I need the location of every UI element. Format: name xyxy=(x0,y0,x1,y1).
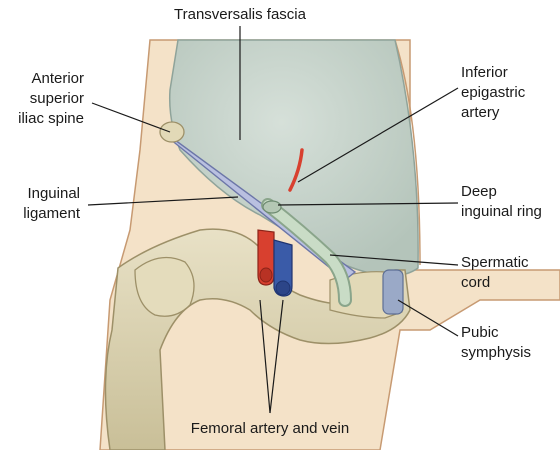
deep-inguinal-ring-shape xyxy=(262,200,282,214)
leader-femoral-vein xyxy=(269,299,284,414)
label-asis-line3: iliac spine xyxy=(18,110,84,127)
label-inferior-epigastric-line1: Inferior xyxy=(461,64,508,81)
label-pubic-symphysis-line2: symphysis xyxy=(461,344,531,361)
leader-pubic-symphysis xyxy=(397,299,459,337)
label-deep-ring-line1: Deep xyxy=(461,183,497,200)
pubic-symphysis-shape xyxy=(382,269,404,315)
leader-inguinal-ligament xyxy=(87,196,239,206)
label-transversalis-fascia: Transversalis fascia xyxy=(174,6,307,23)
label-femoral-artery-vein: Femoral artery and vein xyxy=(191,420,349,437)
label-spermatic-cord-line1: Spermatic xyxy=(461,254,529,271)
label-inguinal-ligament-line1: Inguinal xyxy=(27,185,80,202)
leader-inferior-epigastric xyxy=(297,87,459,183)
leader-deep-ring xyxy=(277,202,459,206)
inferior-epigastric-shape xyxy=(288,148,304,192)
label-asis-line2: superior xyxy=(30,90,84,107)
femoral-artery-lumen xyxy=(259,267,273,283)
label-inferior-epigastric-line2: epigastric xyxy=(461,84,526,101)
leader-spermatic-cord xyxy=(329,254,459,266)
label-inguinal-ligament-line2: ligament xyxy=(23,205,81,222)
label-spermatic-cord-line2: cord xyxy=(461,274,490,291)
label-deep-ring-line2: inguinal ring xyxy=(461,203,542,220)
asis-shape xyxy=(159,121,185,143)
femur-head-shape xyxy=(134,256,195,317)
spermatic-cord-fill xyxy=(263,200,350,305)
label-asis-line1: Anterior xyxy=(31,70,84,87)
femoral-vein-lumen xyxy=(275,280,291,296)
label-inferior-epigastric-line3: artery xyxy=(461,104,500,121)
body-outline-right xyxy=(394,39,421,266)
leader-femoral-artery xyxy=(259,299,271,414)
label-pubic-symphysis-line1: Pubic xyxy=(461,324,499,341)
leader-asis xyxy=(91,102,171,133)
